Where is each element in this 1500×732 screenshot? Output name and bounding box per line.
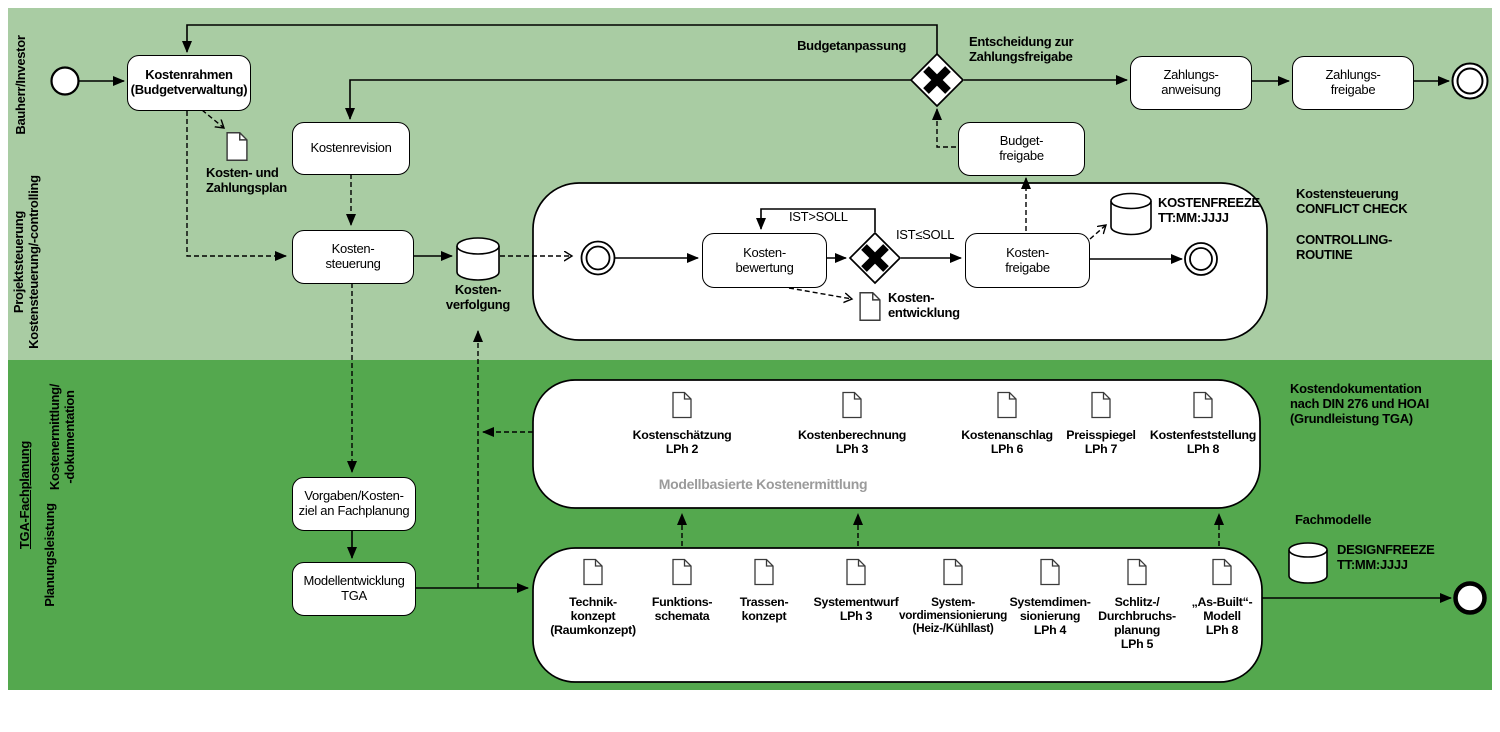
task-kostenbewertung: Kosten- bewertung	[702, 233, 827, 288]
label-fachmodelle: Fachmodelle	[1295, 512, 1372, 527]
doc-label-asbuilt-modell: „As-Built“- Modell LPh 8	[1191, 595, 1253, 637]
lane-label-tga-fachplanung: TGA-Fachplanung	[16, 440, 32, 550]
end-event-top-icon	[1451, 62, 1489, 100]
sublane-label-planungsleistung: Planungsleistung	[41, 503, 57, 607]
container-kostenermittlung	[532, 379, 1261, 509]
task-modellentwicklung-tga: Modellentwicklung TGA	[292, 562, 416, 616]
doc-label-preisspiegel: Preisspiegel LPh 7	[1066, 428, 1136, 456]
datastore-kostenverfolgung-icon	[456, 237, 500, 281]
doc-label-schlitzplanung: Schlitz-/ Durchbruchs- planung LPh 5	[1098, 595, 1176, 651]
task-kostenrahmen: Kostenrahmen (Budgetverwaltung)	[127, 55, 251, 111]
document-icon-kostenberechnung	[842, 391, 862, 419]
document-icon-kostenfeststellung	[1193, 391, 1213, 419]
label-kosten-zahlungsplan: Kosten- und Zahlungsplan	[206, 165, 287, 195]
document-icon-asbuilt	[1212, 558, 1232, 586]
doc-label-systemdimensionierung: Systemdimen- sionierung LPh 4	[1009, 595, 1091, 637]
task-budget-freigabe: Budget- freigabe	[958, 122, 1085, 176]
subprocess-end-event-icon	[1184, 242, 1218, 276]
gateway-zahlungsfreigabe-icon	[909, 52, 965, 108]
flow-gateway-to-kostenrevision	[345, 79, 912, 120]
datastore-designfreeze-icon	[1288, 542, 1328, 584]
datastore-kostenfreeze-icon	[1110, 192, 1152, 236]
doc-label-kostenanschlag: Kostenanschlag LPh 6	[961, 428, 1053, 456]
label-designfreeze: DESIGNFREEZE TT:MM:JJJJ	[1337, 542, 1435, 572]
msg-kostenrahmen-to-kostensteuerung	[186, 111, 287, 261]
flow-label-ist-groesser-soll: IST>SOLL	[789, 209, 848, 224]
annotation-kostendokumentation: Kostendokumentation nach DIN 276 und HOA…	[1290, 381, 1429, 426]
doc-label-kostenschaetzung: Kostenschätzung LPh 2	[632, 428, 732, 456]
annotation-controlling-routine: CONTROLLING- ROUTINE	[1296, 232, 1393, 262]
flow-budgetanpassung	[182, 24, 938, 56]
doc-label-systemvordimensionierung: System- vordimensionierung (Heiz-/Kühlla…	[899, 595, 1007, 636]
label-kostenentwicklung: Kosten- entwicklung	[888, 290, 960, 320]
flow-label-budgetanpassung: Budgetanpassung	[797, 38, 906, 53]
document-icon-kostenanschlag	[997, 391, 1017, 419]
document-icon-systementwurf	[846, 558, 866, 586]
document-icon-trassenkonzept	[754, 558, 774, 586]
start-event-icon	[50, 66, 80, 96]
label-kostenverfolgung: Kosten- verfolgung	[445, 282, 511, 312]
doc-label-kostenfeststellung: Kostenfeststellung LPh 8	[1149, 428, 1257, 456]
task-kostensteuerung: Kosten- steuerung	[292, 230, 414, 284]
document-icon-preisspiegel	[1091, 391, 1111, 419]
flow-label-ist-kleiner-soll: IST≤SOLL	[896, 227, 955, 242]
document-icon-systemvordimensionierung	[943, 558, 963, 586]
subprocess-controlling-routine	[532, 182, 1268, 341]
doc-label-trassenkonzept: Trassen- konzept	[739, 595, 789, 623]
msg-kostenfreigabe-to-kostenfreeze	[1089, 225, 1106, 240]
document-icon-funktionsschemata	[672, 558, 692, 586]
container-planungsleistung	[532, 547, 1263, 683]
annotation-modellbasierte-kostenermittlung: Modellbasierte Kostenermittlung	[658, 476, 868, 492]
msg-kostenrahmen-to-zahlungsplan	[201, 109, 224, 128]
task-zahlungsfreigabe: Zahlungs- freigabe	[1292, 56, 1414, 110]
task-kostenrevision: Kostenrevision	[292, 122, 410, 175]
doc-label-systementwurf: Systementwurf LPh 3	[813, 595, 899, 623]
document-icon-kostenschaetzung	[672, 391, 692, 419]
lane-label-projektsteuerung: Projektsteuerung Kostensteuerung/-contro…	[11, 175, 41, 349]
document-icon-schlitzplanung	[1127, 558, 1147, 586]
task-zahlungsanweisung: Zahlungs- anweisung	[1130, 56, 1252, 110]
task-kostenfreigabe: Kosten- freigabe	[965, 233, 1090, 288]
document-icon-technikkonzept	[583, 558, 603, 586]
label-kostenfreeze: KOSTENFREEZE TT:MM:JJJJ	[1158, 195, 1260, 225]
document-icon-systemdimensionierung	[1040, 558, 1060, 586]
doc-label-funktionsschemata: Funktions- schemata	[651, 595, 713, 623]
subprocess-start-event-icon	[580, 240, 616, 276]
doc-label-kostenberechnung: Kostenberechnung LPh 3	[797, 428, 907, 456]
task-vorgaben-kostenziel: Vorgaben/Kosten- ziel an Fachplanung	[292, 477, 416, 531]
document-icon-kosten-zahlungsplan	[226, 132, 248, 161]
flow-ist-groesser-soll-loop	[756, 208, 876, 232]
lane-label-bauherr-investor: Bauherr/Investor	[12, 35, 28, 135]
msg-budgetfreigabe-to-gateway	[932, 108, 956, 148]
gateway-ist-soll-icon	[848, 231, 902, 285]
document-icon-kostenentwicklung	[859, 292, 881, 321]
flow-label-entscheidung: Entscheidung zur Zahlungsfreigabe	[969, 34, 1074, 64]
end-event-bottom-icon	[1453, 581, 1487, 615]
msg-bewertung-to-entwicklung	[788, 287, 852, 299]
annotation-conflict-check: Kostensteuerung CONFLICT CHECK	[1296, 186, 1408, 216]
doc-label-technikkonzept: Technik- konzept (Raumkonzept)	[550, 595, 636, 637]
